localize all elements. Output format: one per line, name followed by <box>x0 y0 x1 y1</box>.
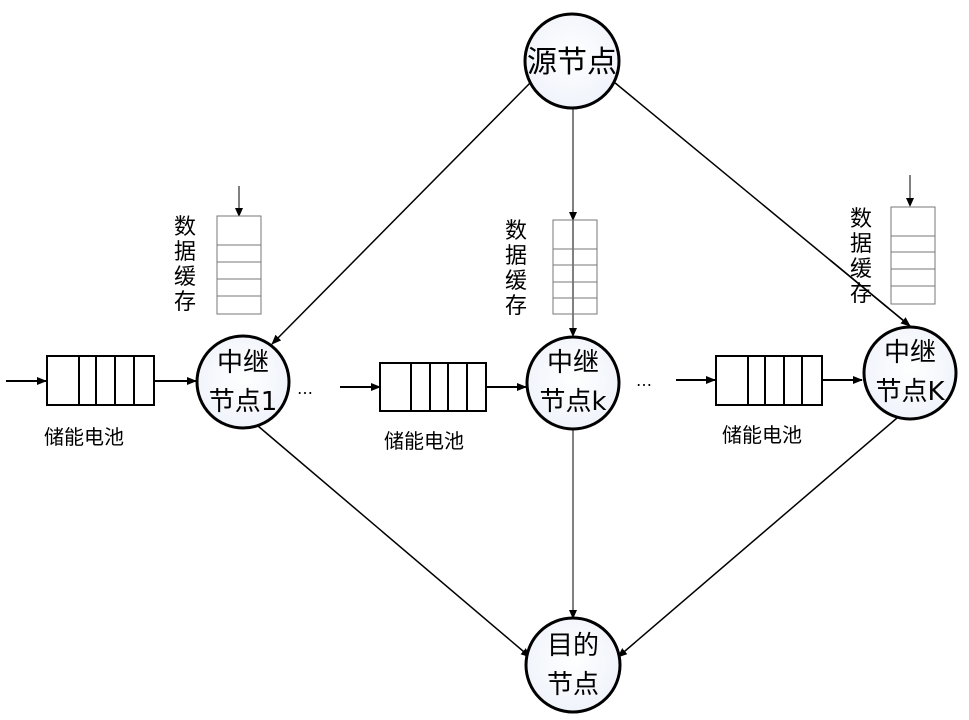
relay-node-k-label-2: 节点k <box>539 387 606 417</box>
source-node[interactable]: 源节点 <box>523 12 621 110</box>
buffer-label-char: 缓 <box>505 269 527 294</box>
data-buffer-1 <box>216 186 262 315</box>
buffer-label-char: 存 <box>850 282 872 307</box>
ellipsis-1: … <box>297 379 313 398</box>
buffer-label-char: 缓 <box>850 257 872 282</box>
link-source-relay1 <box>271 81 532 345</box>
ellipsis-2: … <box>636 371 652 390</box>
buffer-label-char: 据 <box>505 244 527 269</box>
destination-node-label-2: 节点 <box>547 670 599 700</box>
buffer-label-char: 数 <box>505 219 527 244</box>
relay-node-k-label-1: 中继 <box>547 348 599 378</box>
buffer-label-1: 数 据 缓 存 <box>174 215 196 315</box>
battery-label: 储能电池 <box>722 423 802 447</box>
buffer-label-char: 数 <box>850 207 872 232</box>
buffer-label-k: 数 据 缓 存 <box>505 219 527 319</box>
battery-label: 储能电池 <box>384 429 464 453</box>
buffer-label-char: 据 <box>850 232 872 257</box>
relay-node-K-label-2: 节点K <box>875 377 945 407</box>
buffer-label-char: 缓 <box>174 265 196 290</box>
battery-label: 储能电池 <box>44 425 124 449</box>
relay-node-K[interactable]: 中继 节点K <box>862 325 958 421</box>
buffer-label-char: 据 <box>174 240 196 265</box>
buffer-label-char: 存 <box>505 294 527 319</box>
battery-K: 储能电池 <box>676 355 863 447</box>
relay-node-1-label-2: 节点1 <box>209 387 278 417</box>
link-relayK-destination <box>617 417 898 658</box>
battery-1: 储能电池 <box>6 355 197 449</box>
destination-node[interactable]: 目的 节点 <box>524 616 622 714</box>
link-relay1-destination <box>257 425 531 658</box>
buffer-label-K: 数 据 缓 存 <box>850 207 872 307</box>
source-node-label: 源节点 <box>527 45 617 80</box>
data-buffer-k <box>552 219 598 315</box>
link-source-relayK-overlay <box>829 259 911 327</box>
relay-node-k[interactable]: 中继 节点k <box>525 335 621 431</box>
data-buffer-K <box>890 175 936 305</box>
buffer-label-char: 数 <box>174 215 196 240</box>
relay-node-1[interactable]: 中继 节点1 <box>195 334 291 430</box>
destination-node-label-1: 目的 <box>547 631 599 661</box>
relay-node-1-label-1: 中继 <box>217 348 269 378</box>
relay-node-K-label-1: 中继 <box>884 338 936 368</box>
buffer-label-char: 存 <box>174 290 196 315</box>
battery-k: 储能电池 <box>340 362 527 453</box>
